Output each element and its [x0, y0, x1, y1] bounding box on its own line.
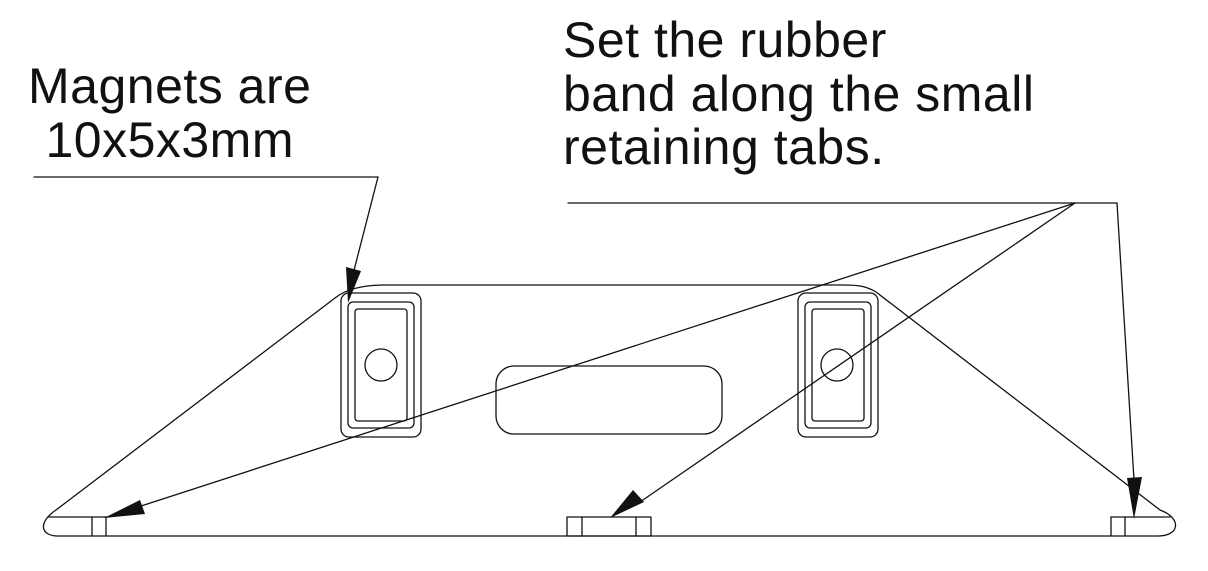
magnet-callout-line-2: 10x5x3mm	[45, 111, 294, 168]
magnet-arrowhead	[346, 267, 361, 303]
right-tab-arrowhead	[1127, 477, 1142, 519]
right-magnet-hole	[820, 348, 854, 382]
center-slot	[495, 365, 723, 435]
left-magnet-pocket	[340, 292, 422, 438]
magnet-leader	[33, 176, 379, 279]
retaining-tab-right	[1110, 516, 1171, 537]
rubber-band-leader	[137, 202, 1135, 508]
left-tab-arrowhead	[104, 500, 145, 518]
magnet-callout-line-1: Magnets are	[28, 58, 312, 114]
part-outline	[42, 284, 1177, 537]
right-magnet-pocket	[797, 292, 879, 438]
center-tab-arrowhead	[610, 490, 644, 518]
rubber-band-callout-line-2: band along the small	[563, 65, 1035, 122]
left-magnet-hole	[364, 348, 398, 382]
rubber-band-callout-line-3: retaining tabs.	[563, 119, 885, 175]
retaining-tab-left	[47, 516, 109, 537]
magnet-callout-text: Magnets are 10x5x3mm	[28, 58, 312, 168]
rubber-band-callout-line-1: Set the rubber	[563, 12, 887, 68]
rubber-band-callout-text: Set the rubber band along the small reta…	[563, 12, 1035, 175]
retaining-tab-center	[566, 516, 652, 537]
